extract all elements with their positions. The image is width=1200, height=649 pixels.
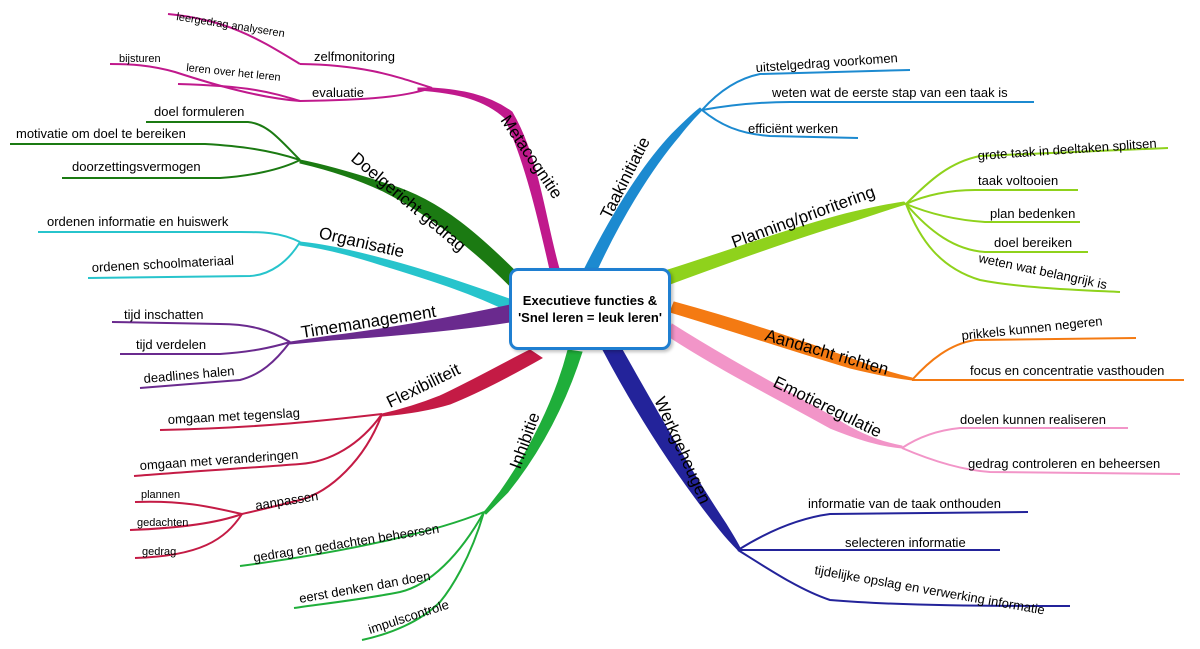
efficient-label: efficiënt werken: [748, 121, 838, 136]
aandacht-main-branch: [669, 301, 913, 381]
motivatie-line: [10, 143, 301, 161]
bijsturen-label: bijsturen: [119, 53, 161, 65]
focus-label: focus en concentratie vasthouden: [970, 363, 1164, 378]
taak-voltooien-label: taak voltooien: [978, 173, 1058, 188]
branch-doelgericht-gedrag: Doelgericht gedrag doel formuleren motiv…: [10, 104, 529, 291]
beheersen-line: [239, 511, 485, 567]
eerste-stap-label: weten wat de eerste stap van een taak is: [771, 85, 1008, 100]
branch-werkgeheugen: Werkgeheugen informatie van de taak onth…: [601, 345, 1071, 617]
doel-formuleren-label: doel formuleren: [154, 104, 244, 119]
leergedrag-analyseren-label: leergedrag analyseren: [176, 11, 286, 40]
selecteren-label: selecteren informatie: [845, 535, 966, 550]
central-topic: Executieve functies & 'Snel leren = leuk…: [509, 268, 671, 350]
plannen-label: plannen: [141, 489, 180, 501]
deadlines-line: [139, 341, 291, 389]
aandacht-label: Aandacht richten: [763, 326, 891, 379]
doel-line: [146, 121, 301, 161]
eerst-denken-label: eerst denken dan doen: [298, 568, 432, 606]
eerst-line: [293, 511, 485, 609]
branch-planning: Planning/prioritering grote taak in deel…: [667, 136, 1169, 293]
werkgeheugen-label: Werkgeheugen: [650, 394, 714, 507]
gedrag-controleren-label: gedrag controleren en beheersen: [968, 456, 1160, 471]
controleren-line: [901, 447, 1181, 475]
ordenen-huiswerk-label: ordenen informatie en huiswerk: [47, 214, 229, 229]
tegenslag-label: omgaan met tegenslag: [167, 405, 300, 427]
organisatie-main-branch: [299, 241, 513, 313]
leergedrag-line: [167, 13, 301, 65]
branch-taakinitiatie: Taakinitiatie uitstelgedrag voorkomen we…: [583, 50, 1034, 273]
bereiken-line: [905, 203, 1088, 253]
tegenslag-line: [159, 413, 383, 431]
belangrijk-label: weten wat belangrijk is: [976, 250, 1109, 292]
realiseren-line: [901, 427, 1128, 449]
onthouden-line: [737, 511, 1029, 551]
aanpassen-label: aanpassen: [254, 488, 319, 513]
impulscontrole-label: impulscontrole: [366, 597, 450, 637]
inhibitie-main-branch: [483, 349, 583, 515]
voltooien-line: [905, 189, 1078, 205]
tijd-inschatten-label: tijd inschatten: [124, 307, 204, 322]
emotieregulatie-label: Emotieregulatie: [770, 373, 884, 442]
efficient-line: [701, 109, 859, 139]
uitstel-line: [701, 69, 911, 111]
evaluatie-line: [299, 87, 433, 102]
veranderingen-line: [133, 413, 383, 477]
splitsen-line: [905, 147, 1169, 205]
aanpassen-line: [241, 413, 383, 515]
planning-main-branch: [667, 201, 907, 285]
zelfmonitoring-line: [299, 63, 433, 89]
doorzettingsvermogen-label: doorzettingsvermogen: [72, 159, 201, 174]
school-line: [87, 241, 301, 279]
eerste-line: [701, 101, 1034, 111]
branch-emotieregulatie: Emotieregulatie doelen kunnen realiseren…: [667, 323, 1181, 475]
verdelen-line: [120, 341, 291, 355]
gedachten-line: [129, 513, 243, 531]
motivatie-label: motivatie om doel te bereiken: [16, 126, 186, 141]
ordenen-schoolmateriaal-label: ordenen schoolmateriaal: [91, 253, 234, 275]
gedachten-label: gedachten: [137, 517, 188, 529]
opslag-label: tijdelijke opslag en verwerking informat…: [813, 562, 1045, 617]
doelgericht-main-branch: [299, 159, 529, 291]
plan-bedenken-label: plan bedenken: [990, 206, 1075, 221]
onthouden-label: informatie van de taak onthouden: [808, 496, 1001, 511]
doelen-realiseren-label: doelen kunnen realiseren: [960, 412, 1106, 427]
timemanagement-main-branch: [289, 304, 511, 345]
belangrijk-line: [905, 203, 1121, 293]
central-topic-text: Executieve functies & 'Snel leren = leuk…: [518, 293, 662, 325]
doorzetting-line: [62, 159, 301, 179]
bijsturen-line: [109, 63, 301, 102]
opslag-line: [737, 549, 1071, 607]
impuls-line: [361, 511, 485, 641]
doel-bereiken-label: doel bereiken: [994, 235, 1072, 250]
tijd-verdelen-label: tijd verdelen: [136, 337, 206, 352]
splitsen-label: grote taak in deeltaken splitsen: [977, 136, 1157, 163]
inschatten-line: [111, 321, 291, 343]
evaluatie-label: evaluatie: [312, 85, 364, 100]
deadlines-label: deadlines halen: [143, 363, 235, 386]
huiswerk-line: [38, 231, 301, 243]
metacognitie-main-branch: [417, 87, 561, 275]
emotieregulatie-main-branch: [667, 323, 903, 449]
plannen-line: [134, 500, 243, 515]
leren-line: [177, 83, 301, 102]
gedrag-label: gedrag: [142, 546, 176, 558]
beheersen-label: gedrag en gedachten beheersen: [252, 521, 440, 565]
prikkels-line: [911, 337, 1137, 381]
bedenken-line: [905, 203, 1080, 223]
gedrag-line: [134, 513, 243, 559]
taakinitiatie-main-branch: [583, 107, 703, 273]
zelfmonitoring-label: zelfmonitoring: [314, 49, 395, 64]
